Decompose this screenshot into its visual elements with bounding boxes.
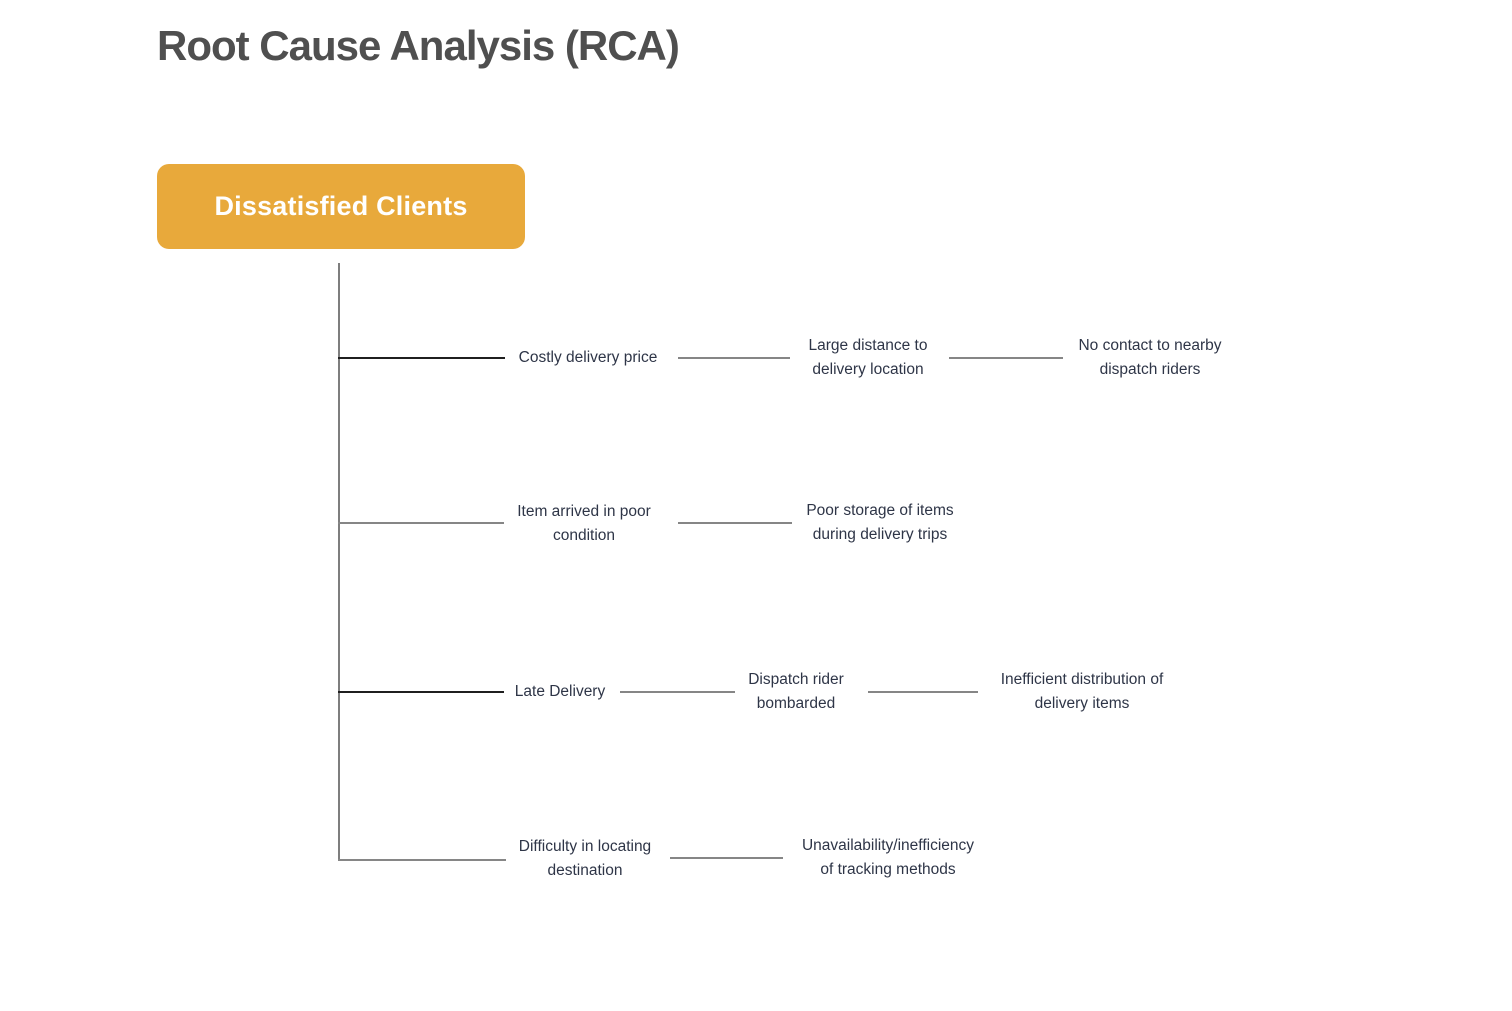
cause-inefficient-distribution: Inefficient distribution of delivery ite…	[1000, 671, 1164, 712]
cause-difficulty-locating: Difficulty in locating destination	[518, 838, 652, 879]
connector-line-3b	[868, 691, 978, 693]
connector-line-1b	[949, 357, 1063, 359]
branch-line-2	[338, 522, 504, 524]
cause-late-delivery: Late Delivery	[514, 683, 606, 700]
tree-trunk-line	[338, 263, 340, 861]
root-cause-label: Dissatisfied Clients	[214, 191, 468, 221]
cause-large-distance: Large distance to delivery location	[808, 337, 928, 378]
connector-line-4a	[670, 857, 783, 859]
connector-line-2a	[678, 522, 792, 524]
cause-tracking-methods: Unavailability/inefficiency of tracking …	[801, 837, 975, 878]
cause-costly-delivery-price: Costly delivery price	[518, 349, 658, 366]
branch-line-4	[338, 859, 506, 861]
branch-line-1	[338, 357, 505, 359]
connector-line-3a	[620, 691, 735, 693]
cause-dispatch-rider-bombarded: Dispatch rider bombarded	[748, 671, 844, 712]
page-title: Root Cause Analysis (RCA)	[157, 22, 680, 69]
cause-item-poor-condition: Item arrived in poor condition	[517, 503, 651, 544]
connector-line-1a	[678, 357, 790, 359]
root-cause-node: Dissatisfied Clients	[157, 164, 525, 249]
cause-poor-storage: Poor storage of items during delivery tr…	[806, 502, 954, 543]
cause-no-contact-riders: No contact to nearby dispatch riders	[1078, 337, 1222, 378]
branch-line-3	[338, 691, 504, 693]
